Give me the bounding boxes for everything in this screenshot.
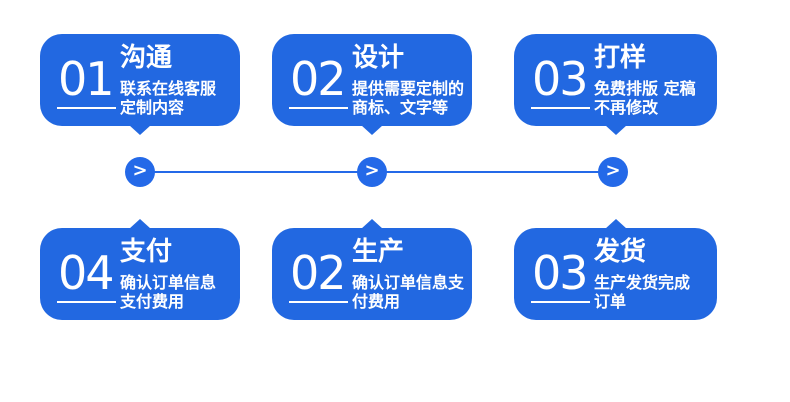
card-tail-down (129, 125, 151, 135)
step-title: 沟通 (120, 43, 173, 73)
connector-arrow-2: > (357, 157, 387, 187)
step-description: 确认订单信息支 付费用 (352, 273, 465, 312)
chevron-right-icon: > (132, 160, 148, 181)
step-title: 支付 (120, 237, 173, 267)
step-card-6: 03 发货 生产发货完成 订单 (514, 219, 717, 320)
step-card-1: 01 沟通 联系在线客服 定制内容 (40, 34, 240, 135)
step-number: 03 (531, 250, 590, 303)
connector-arrow-3: > (598, 157, 628, 187)
step-card-2: 02 设计 提供需要定制的 商标、文字等 (272, 34, 472, 135)
step-number: 02 (289, 250, 348, 303)
step-description: 联系在线客服 定制内容 (120, 79, 217, 118)
step-description: 确认订单信息 支付费用 (120, 273, 217, 312)
card-tail-up (361, 219, 383, 229)
card-tail-up (129, 219, 151, 229)
step-title: 发货 (594, 237, 647, 267)
step-number: 01 (57, 56, 116, 109)
step-description: 免费排版 定稿 不再修改 (594, 79, 696, 118)
step-description: 提供需要定制的 商标、文字等 (352, 79, 465, 118)
card-tail-up (604, 219, 627, 229)
step-description: 生产发货完成 订单 (594, 273, 691, 312)
step-title: 生产 (352, 237, 405, 267)
chevron-right-icon: > (364, 160, 380, 181)
step-title: 设计 (352, 43, 405, 73)
step-card-4: 04 支付 确认订单信息 支付费用 (40, 219, 240, 320)
step-number: 03 (531, 56, 590, 109)
step-number: 02 (289, 56, 348, 109)
step-card-5: 02 生产 确认订单信息支 付费用 (272, 219, 472, 320)
card-tail-down (361, 125, 383, 135)
connector-arrow-1: > (125, 157, 155, 187)
step-title: 打样 (594, 43, 647, 73)
chevron-right-icon: > (605, 160, 621, 181)
step-number: 04 (57, 250, 116, 303)
step-card-3: 03 打样 免费排版 定稿 不再修改 (514, 34, 717, 135)
card-tail-down (604, 125, 627, 135)
